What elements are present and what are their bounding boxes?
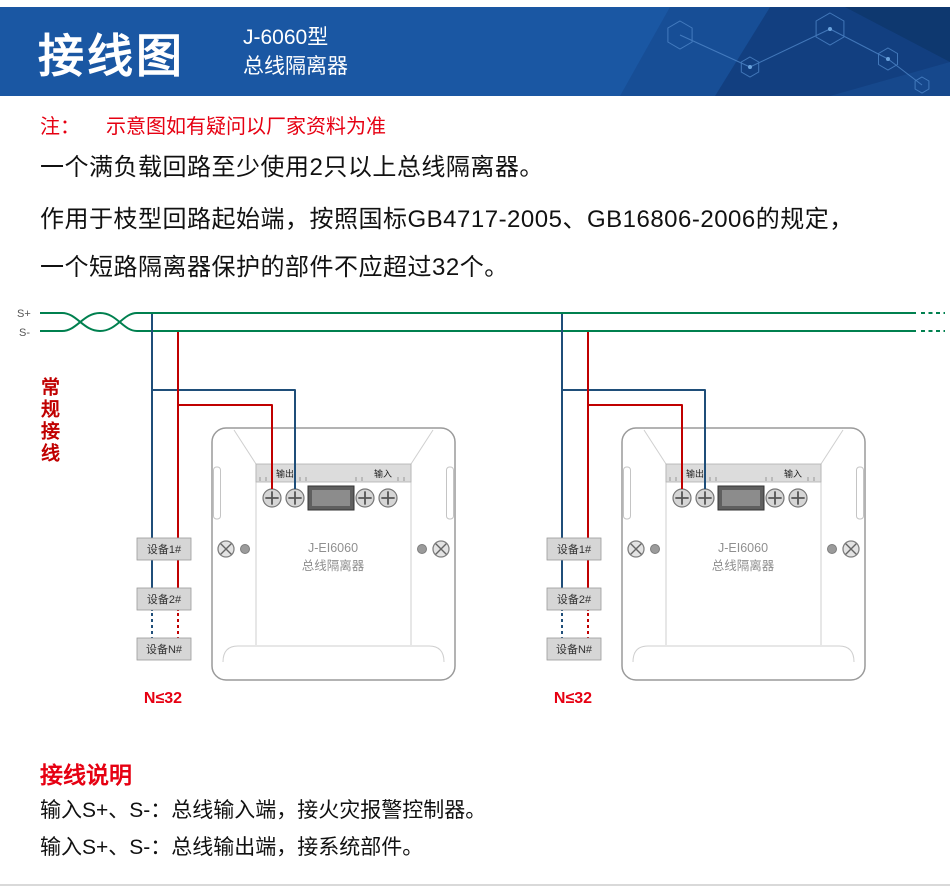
model-label: J-6060型: [243, 26, 329, 49]
bus-input-wire-negative: [587, 332, 683, 489]
page-bottom-divider: [0, 884, 950, 886]
terminal-output-label: 输出: [276, 468, 294, 479]
wiring-note-output: 输入S+、S-：总线输出端，接系统部件。: [40, 836, 424, 859]
fastener-right: [417, 540, 450, 558]
device-name: 总线隔离器: [302, 558, 365, 573]
bus-input-wire-positive: [151, 314, 296, 489]
fastener-left: [217, 540, 250, 558]
isolator-body: [211, 427, 456, 681]
isolator-body: [621, 427, 866, 681]
fastener-right: [827, 540, 860, 558]
isolator-assembly-left: 输出 输入: [136, 314, 456, 707]
chain-device-2: [546, 587, 602, 611]
terminal-screw: [695, 488, 715, 508]
wiring-note-input: 输入S+、S-：总线输入端，接火灾报警控制器。: [40, 799, 487, 822]
paragraph-2: 作用于枝型回路起始端，按照国标GB4717-2005、GB16806-2006的…: [40, 206, 854, 233]
device-chain: 设备1# 设备2# 设备N#: [136, 537, 192, 661]
chain-device-2: [136, 587, 192, 611]
header-decoration-pattern: [620, 7, 950, 96]
terminal-screw: [765, 488, 785, 508]
page-title: 接线图: [38, 30, 185, 82]
bus-input-wire-positive: [561, 314, 706, 489]
terminal-strip: [255, 463, 412, 483]
bus-wire-positive: [40, 312, 916, 333]
chain-device-1: [546, 537, 602, 561]
terminal-screw: [378, 488, 398, 508]
fastener-left: [627, 540, 660, 558]
bus-positive-label: S+: [17, 308, 31, 320]
product-label: 总线隔离器: [243, 55, 348, 78]
note-line: 注： 示意图如有疑问以厂家资料为准: [40, 110, 386, 139]
chain-device-n: [136, 637, 192, 661]
lcd-window: [717, 485, 765, 511]
device-model: J-EI6060: [308, 541, 358, 555]
bus-wire-negative: [40, 311, 916, 332]
terminal-screw: [262, 488, 282, 508]
bus-input-wire-negative: [177, 332, 273, 489]
device-model: J-EI6060: [718, 541, 768, 555]
svg-text:设备N#: 设备N#: [146, 642, 183, 656]
wiring-mode-label: 常规接线: [38, 377, 59, 465]
chain-device-n: [546, 637, 602, 661]
bus-negative-label: S-: [19, 327, 30, 339]
terminal-screw: [285, 488, 305, 508]
terminal-strip: [665, 463, 822, 483]
terminal-screw: [672, 488, 692, 508]
header-banner: 接线图 J-6060型 总线隔离器: [0, 7, 950, 96]
svg-text:设备1#: 设备1#: [557, 542, 592, 556]
terminal-input-label: 输入: [784, 468, 802, 479]
svg-text:设备N#: 设备N#: [556, 642, 593, 656]
terminal-input-label: 输入: [374, 468, 392, 479]
isolator-assembly-right: 输出 输入: [546, 314, 866, 707]
device-limit: N≤32: [554, 690, 592, 707]
wiring-notes-heading: 接线说明: [40, 762, 132, 788]
terminal-screw: [788, 488, 808, 508]
device-name: 总线隔离器: [712, 558, 775, 573]
note-label: 注：: [40, 116, 80, 138]
paragraph-1: 一个满负载回路至少使用2只以上总线隔离器。: [40, 154, 544, 181]
chain-device-1: [136, 537, 192, 561]
lcd-window: [307, 485, 355, 511]
svg-text:设备2#: 设备2#: [147, 592, 182, 606]
svg-text:设备2#: 设备2#: [557, 592, 592, 606]
note-text: 示意图如有疑问以厂家资料为准: [106, 116, 386, 138]
device-chain: 设备1# 设备2# 设备N#: [546, 537, 602, 661]
svg-text:设备1#: 设备1#: [147, 542, 182, 556]
terminal-output-label: 输出: [686, 468, 704, 479]
bus-lines: S+ S-: [17, 308, 945, 339]
device-limit: N≤32: [144, 690, 182, 707]
terminal-screw: [355, 488, 375, 508]
header-subtitle: J-6060型 总线隔离器: [243, 23, 348, 81]
paragraph-3: 一个短路隔离器保护的部件不应超过32个。: [40, 254, 509, 281]
